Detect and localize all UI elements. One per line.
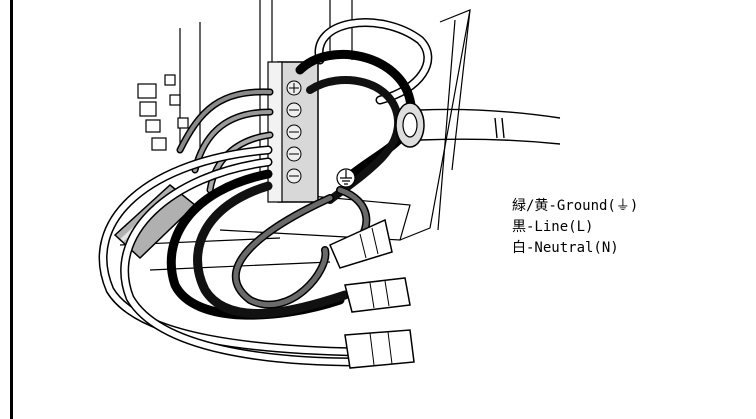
side-terminals bbox=[137, 74, 189, 151]
outgoing-cable bbox=[419, 108, 561, 145]
cable-clamp-icon bbox=[395, 102, 425, 148]
legend-neutral: 白-Neutral(N) bbox=[512, 240, 619, 256]
legend-ground: 緑/黄-Ground(⏚) bbox=[512, 198, 639, 214]
line-wires bbox=[166, 50, 416, 320]
wire-color-legend: 緑/黄-Ground(⏚) 黒-Line(L) 白-Neutral(N) bbox=[512, 196, 742, 259]
wire-nut-icon bbox=[329, 218, 415, 369]
legend-line: 黒-Line(L) bbox=[512, 219, 594, 235]
page-border-line bbox=[10, 0, 13, 419]
terminal-block-icon bbox=[267, 61, 319, 203]
neutral-wires bbox=[98, 18, 433, 367]
ground-symbol-icon bbox=[336, 168, 356, 188]
